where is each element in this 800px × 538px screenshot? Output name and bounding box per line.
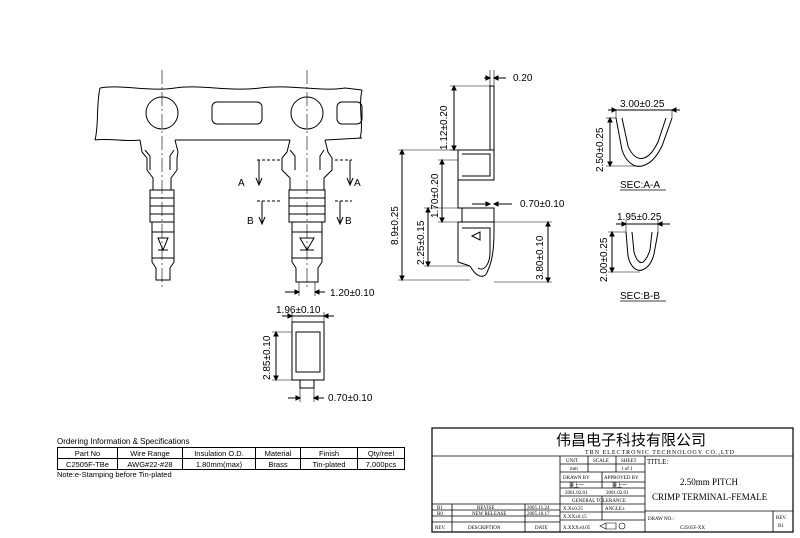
terminal-right (255, 139, 354, 296)
dim-right-height: 3.80±0.10 (535, 235, 546, 280)
drawing-no: C2505F-XX (680, 526, 705, 531)
rev-label: REV. (776, 516, 787, 521)
sheet-value: 1 of 1 (621, 467, 633, 472)
description-column-header: DESCRIPTION (468, 526, 501, 531)
rev-column-header: REV. (435, 526, 446, 531)
unit-value: mm (570, 467, 578, 472)
title-line2: CRIMP TERMINAL-FEMALE (652, 492, 768, 502)
revision-row-2-date: 2005.10.17 (527, 512, 550, 517)
ordering-note: Note:e-Stamping before Tin-plated (57, 470, 172, 479)
scale-label: SCALE (593, 459, 609, 464)
front-view (272, 312, 334, 402)
dim-overall-length: 8.9±0.25 (390, 206, 401, 245)
terminal-left (139, 139, 179, 281)
revision-row-1-date: 2005.11.24 (527, 506, 550, 511)
tolerance-3: X.XXX±0.05 (563, 526, 591, 531)
table-header-cell: Insulation O.D. (182, 447, 256, 459)
angle-label: ANGLE± (605, 507, 625, 512)
approved-date: 2001.02.01 (606, 491, 629, 496)
slot (211, 101, 263, 125)
general-tolerance-label: GENERAL TOLERANCE (572, 499, 626, 504)
tolerance-2: X.XX±0.15 (563, 515, 587, 520)
table-header-cell: Part No (57, 447, 118, 459)
sheet-label: SHEET (621, 459, 637, 464)
section-a-title: SEC:A-A (620, 180, 660, 191)
section-b-label-right: B (345, 216, 352, 227)
title-block (431, 427, 794, 533)
date-column-header: DATE (535, 526, 548, 531)
table-cell: 1.80mm(max) (182, 458, 256, 470)
tolerance-1: X.X±0.25 (563, 507, 583, 512)
drawn-date: 2001.02.01 (565, 491, 588, 496)
ordering-info: Ordering Information & Specifications Pa… (57, 437, 407, 480)
section-a-label-right: A (354, 178, 361, 189)
unit-label: UNIT (566, 459, 578, 464)
dim-top-thickness: 0.20 (513, 73, 533, 84)
dim-sec-b-width: 1.95±0.25 (617, 212, 662, 223)
drawn-by-name: 董上一 (569, 482, 584, 489)
table-header-cell: Material (255, 447, 301, 459)
table-cell: C2505F-TBe (57, 458, 118, 470)
dim-strip-width: 1.20±0.10 (330, 288, 375, 299)
revision-row-1-desc: REVISE (477, 506, 495, 511)
table-cell: 7,000pcs (357, 458, 405, 470)
table-header-cell: Finish (300, 447, 358, 459)
dim-top-length: 1.12±0.20 (439, 105, 450, 150)
dim-mid-height: 1.70±0.20 (430, 173, 441, 218)
approved-by-label: APPROVED BY (604, 476, 639, 481)
section-a-label-left: A (238, 178, 245, 189)
dim-sec-a-height: 2.50±0.25 (595, 127, 606, 172)
table-row: C2505F-TBe AWG#22-#28 1.80mm(max) Brass … (57, 458, 405, 470)
table-cell: Brass (255, 458, 301, 470)
side-view (398, 70, 552, 284)
drawing-no-label: DRAW NO.: (648, 517, 674, 522)
section-b-title: SEC:B-B (620, 291, 660, 302)
dim-sec-b-height: 2.00±0.25 (599, 237, 610, 282)
revision-row-2-rev: B0 (437, 512, 443, 517)
table-header-row: Part No Wire Range Insulation O.D. Mater… (57, 447, 405, 459)
dim-front-tab: 0.70±0.10 (328, 393, 373, 404)
table-cell: Tin-plated (300, 458, 358, 470)
ordering-title: Ordering Information & Specifications (57, 437, 190, 446)
dim-front-width: 1.96±0.10 (276, 305, 321, 316)
table-header-cell: Wire Range (117, 447, 183, 459)
table-cell: AWG#22-#28 (117, 458, 183, 470)
revision-row-2-desc: NEW RELEASE (472, 512, 507, 517)
approved-by-name: 董上一 (612, 482, 627, 489)
section-a-a (606, 107, 680, 168)
dim-lower-height: 2.25±0.15 (416, 220, 427, 265)
dim-sec-a-width: 3.00±0.25 (620, 99, 665, 110)
section-b-label-left: B (247, 216, 254, 227)
company-name-cn: 伟昌电子科技有限公司 (556, 432, 706, 449)
dim-side-thickness: 0.70±0.10 (520, 199, 565, 210)
section-b-b (608, 220, 670, 274)
dim-front-height: 2.85±0.10 (262, 335, 273, 380)
ordering-table: Part No Wire Range Insulation O.D. Mater… (57, 447, 405, 470)
revision-row-1-rev: B1 (437, 506, 443, 511)
drawn-by-label: DRAWN BY (563, 476, 590, 481)
company-name-en: TRN ELECTRONIC TECHNOLOGY CO.,LTD (585, 450, 735, 456)
title-line1: 2.50mm PITCH (680, 477, 739, 487)
table-header-cell: Qty/reel (357, 447, 405, 459)
carrier-strip (94, 70, 363, 290)
rev-value: B1 (778, 524, 784, 529)
title-label: TITLE: (647, 458, 668, 466)
